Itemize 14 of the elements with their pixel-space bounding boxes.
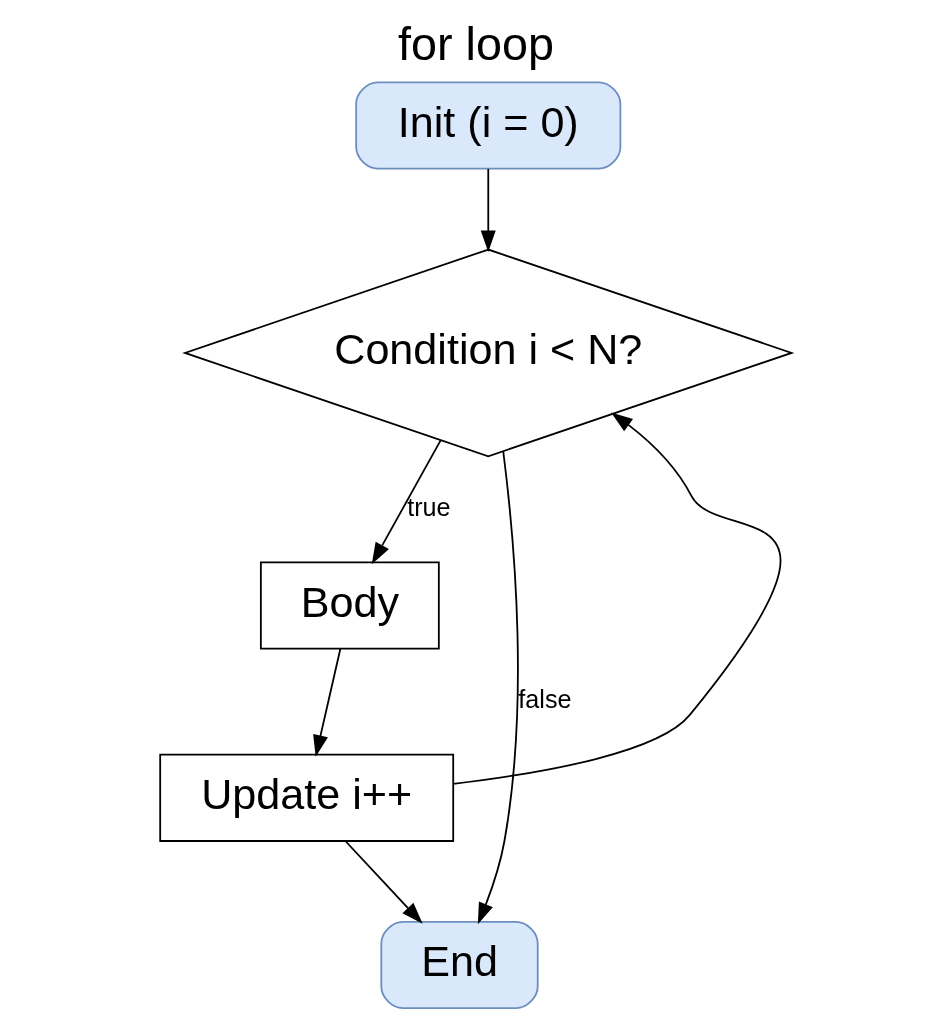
- arrow: [477, 450, 519, 925]
- edge-label: false: [517, 685, 571, 714]
- arrow: [371, 439, 442, 565]
- diagram-title: for loop: [397, 18, 554, 71]
- arrow: [344, 840, 423, 924]
- arrow: [480, 167, 496, 253]
- node-box: Init (i = 0): [354, 81, 621, 170]
- node-box: End: [379, 920, 539, 1010]
- node-box: Update i++: [158, 753, 454, 842]
- edge-label: true: [406, 492, 451, 521]
- node-diamond: Condition i < N?: [181, 248, 794, 458]
- arrow: [451, 412, 781, 785]
- arrow: [312, 647, 341, 757]
- node-box: Body: [259, 561, 440, 650]
